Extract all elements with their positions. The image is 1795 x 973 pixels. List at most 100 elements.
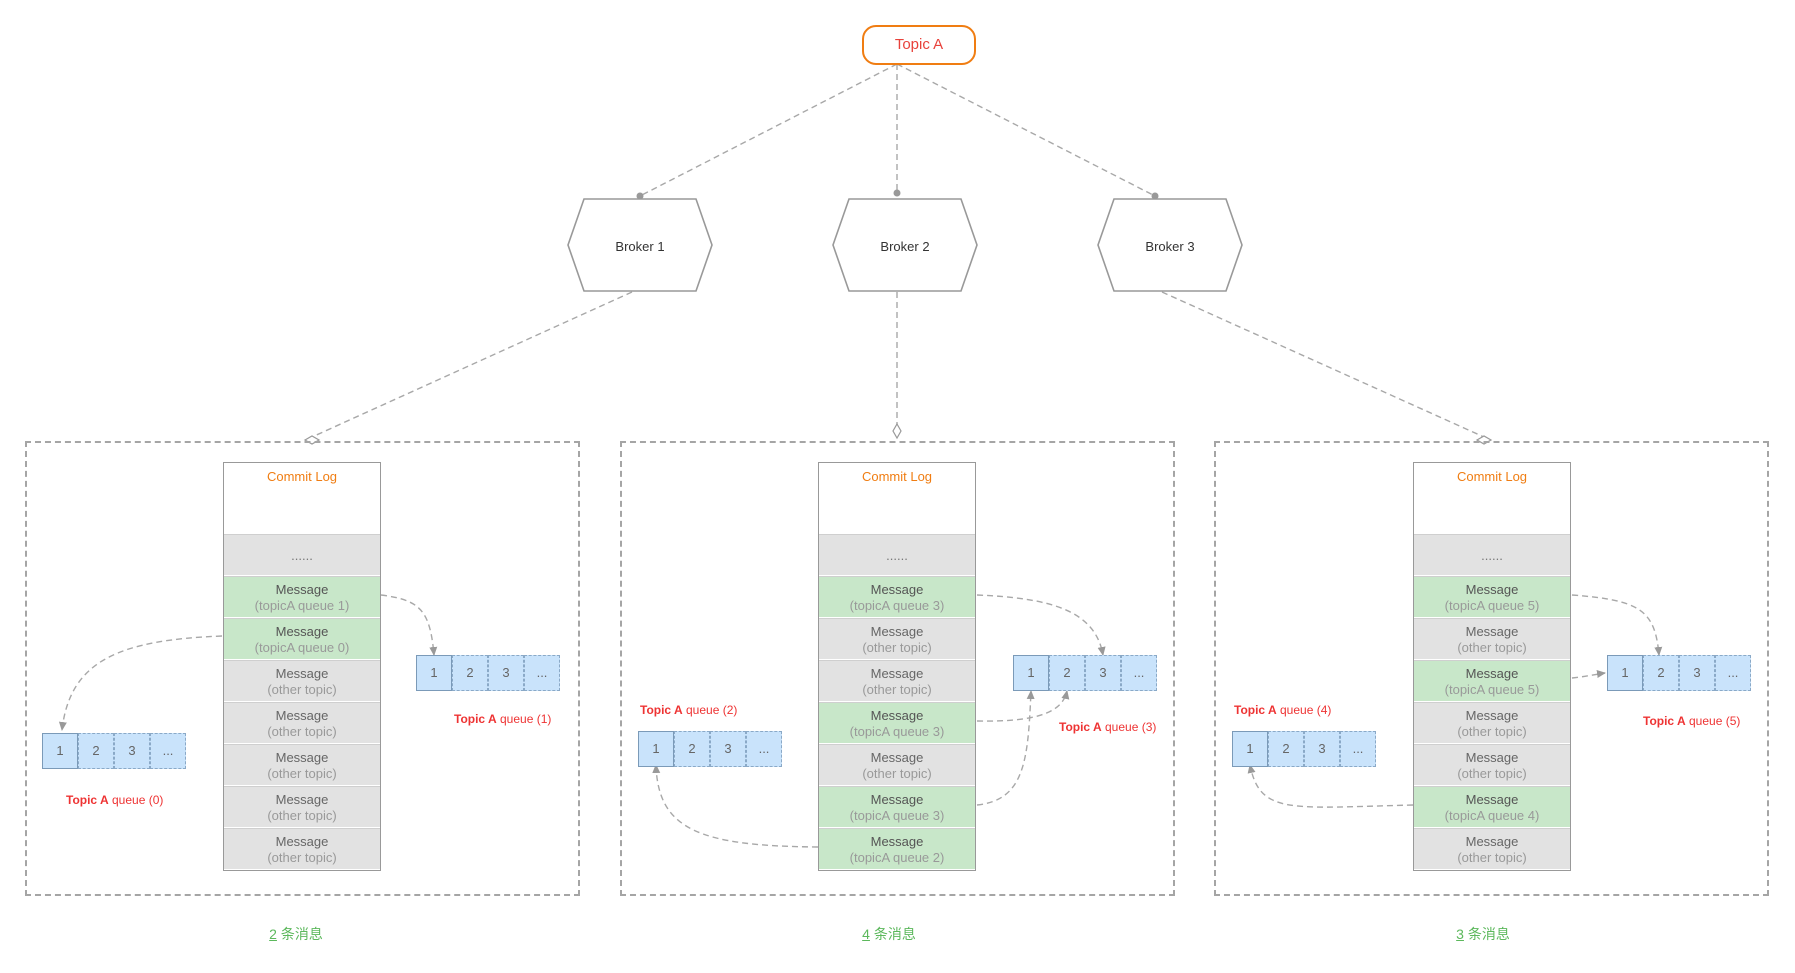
message-label: Message bbox=[1465, 834, 1519, 849]
broker-2-hexagon bbox=[832, 198, 978, 292]
queue-cell: ... bbox=[746, 731, 782, 767]
broker1-anchor bbox=[636, 192, 644, 200]
message-row: Message(topicA queue 0) bbox=[224, 618, 380, 659]
message-label: Message bbox=[275, 624, 329, 639]
message-row: Message(topicA queue 2) bbox=[819, 828, 975, 869]
message-row: Message(other topic) bbox=[819, 618, 975, 659]
message-label: Message bbox=[275, 582, 329, 597]
message-row: Message(topicA queue 1) bbox=[224, 576, 380, 617]
queue-cell: 1 bbox=[416, 655, 452, 691]
message-row: Message(topicA queue 5) bbox=[1414, 576, 1570, 617]
queue-id: queue (2) bbox=[682, 703, 738, 717]
broker-3-storage-panel bbox=[1214, 441, 1769, 896]
message-row: Message(other topic) bbox=[224, 786, 380, 827]
arrow-p2-to-q2 bbox=[652, 764, 819, 848]
queue-cell: ... bbox=[1121, 655, 1157, 691]
queue-cell: 1 bbox=[42, 733, 78, 769]
broker-1-storage-panel bbox=[25, 441, 580, 896]
queue-cell: 2 bbox=[674, 731, 710, 767]
queue-cell: 3 bbox=[1304, 731, 1340, 767]
topic-broker1-link bbox=[639, 63, 898, 197]
message-label: Message bbox=[870, 708, 924, 723]
message-label: Message bbox=[870, 624, 924, 639]
broker-2-label: Broker 2 bbox=[880, 239, 930, 254]
message-topic: (other topic) bbox=[267, 724, 337, 739]
message-topic: (other topic) bbox=[1457, 724, 1527, 739]
queue-strip: 1 2 3 ... bbox=[1013, 655, 1157, 691]
queue-strip: 1 2 3 ... bbox=[1607, 655, 1751, 691]
message-topic: (other topic) bbox=[862, 766, 932, 781]
message-row: Message(other topic) bbox=[224, 744, 380, 785]
queue-id: queue (5) bbox=[1685, 714, 1741, 728]
queue-strip: 1 2 3 ... bbox=[1232, 731, 1376, 767]
message-topic: (other topic) bbox=[267, 766, 337, 781]
queue-id: queue (0) bbox=[108, 793, 164, 807]
count-number: 3 bbox=[1456, 926, 1464, 942]
arrow-p2-to-q3-a bbox=[976, 594, 1106, 656]
message-label: Message bbox=[275, 666, 329, 681]
message-topic: (other topic) bbox=[1457, 766, 1527, 781]
arrow-p1-to-q0 bbox=[58, 635, 223, 731]
queue-cell: 3 bbox=[1679, 655, 1715, 691]
message-label: Message bbox=[1465, 582, 1519, 597]
queue-cell: ... bbox=[1340, 731, 1376, 767]
message-topic: (topicA queue 5) bbox=[1444, 682, 1540, 697]
message-topic: (other topic) bbox=[267, 850, 337, 865]
message-row: Message(other topic) bbox=[1414, 618, 1570, 659]
broker-1-label: Broker 1 bbox=[615, 239, 665, 254]
commit-log-ellipsis: ...... bbox=[1414, 534, 1570, 575]
queue-topic-key: Topic A bbox=[1234, 703, 1277, 717]
message-topic: (topicA queue 5) bbox=[1444, 598, 1540, 613]
queue-strip: 1 2 3 ... bbox=[416, 655, 560, 691]
message-topic: (other topic) bbox=[267, 682, 337, 697]
arrow-p2-to-q3-b bbox=[976, 690, 1070, 722]
message-topic: (other topic) bbox=[267, 808, 337, 823]
count-number: 4 bbox=[862, 926, 870, 942]
message-count-3: 3 条消息 bbox=[1423, 924, 1543, 944]
queue-id: queue (4) bbox=[1276, 703, 1332, 717]
queue-label: Topic A queue (1) bbox=[454, 712, 551, 726]
queue-cell: 1 bbox=[638, 731, 674, 767]
message-row: Message(topicA queue 3) bbox=[819, 576, 975, 617]
queue-cell: 1 bbox=[1232, 731, 1268, 767]
queue-label: Topic A queue (0) bbox=[66, 793, 163, 807]
message-topic: (topicA queue 2) bbox=[849, 850, 945, 865]
broker3-panel-link bbox=[1161, 291, 1485, 438]
message-row: Message(topicA queue 3) bbox=[819, 702, 975, 743]
message-label: Message bbox=[275, 708, 329, 723]
commit-log-title: Commit Log bbox=[266, 469, 338, 484]
queue-topic-key: Topic A bbox=[66, 793, 109, 807]
broker1-panel-link bbox=[311, 291, 633, 438]
message-topic: (other topic) bbox=[1457, 850, 1527, 865]
queue-label: Topic A queue (2) bbox=[640, 703, 737, 717]
queue-topic-key: Topic A bbox=[640, 703, 683, 717]
message-row: Message(other topic) bbox=[1414, 744, 1570, 785]
queue-cell: ... bbox=[524, 655, 560, 691]
message-label: Message bbox=[275, 750, 329, 765]
message-count-1: 2 条消息 bbox=[236, 924, 356, 944]
queue-cell: 3 bbox=[114, 733, 150, 769]
queue-cell: 3 bbox=[710, 731, 746, 767]
queue-label: Topic A queue (5) bbox=[1643, 714, 1740, 728]
count-number: 2 bbox=[269, 926, 277, 942]
queue-topic-key: Topic A bbox=[1643, 714, 1686, 728]
message-label: Message bbox=[275, 792, 329, 807]
message-row: Message(other topic) bbox=[1414, 828, 1570, 869]
queue-cell: 1 bbox=[1607, 655, 1643, 691]
queue-cell: 2 bbox=[78, 733, 114, 769]
broker3-anchor bbox=[1151, 192, 1159, 200]
queue-cell: 2 bbox=[1049, 655, 1085, 691]
queue-label: Topic A queue (4) bbox=[1234, 703, 1331, 717]
message-row: Message(topicA queue 5) bbox=[1414, 660, 1570, 701]
topic-broker3-link bbox=[896, 63, 1156, 197]
message-row: Message(topicA queue 4) bbox=[1414, 786, 1570, 827]
message-label: Message bbox=[1465, 624, 1519, 639]
queue-topic-key: Topic A bbox=[454, 712, 497, 726]
topic-a-node: Topic A bbox=[862, 25, 976, 65]
message-row: Message(other topic) bbox=[224, 660, 380, 701]
message-label: Message bbox=[1465, 708, 1519, 723]
message-row: Message(other topic) bbox=[819, 744, 975, 785]
queue-strip: 1 2 3 ... bbox=[638, 731, 782, 767]
